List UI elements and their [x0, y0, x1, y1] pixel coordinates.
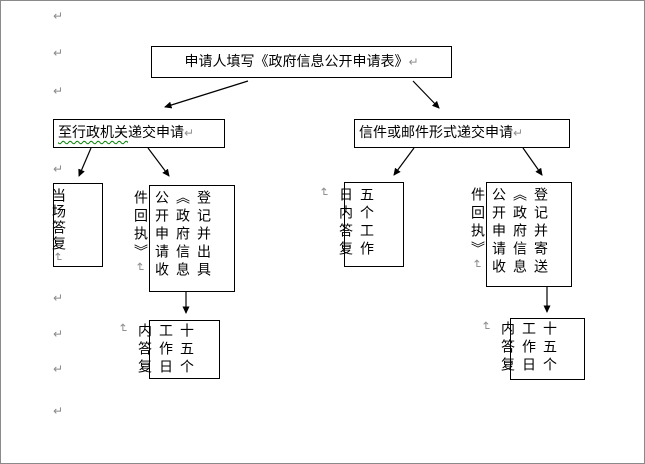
return-mark: ↵	[408, 54, 419, 69]
paragraph-mark: ↵	[53, 404, 64, 418]
paragraph-mark: ↵	[53, 291, 64, 305]
arrow-title-to-inperson[interactable]	[164, 80, 249, 109]
return-mark: ↵	[317, 187, 331, 198]
return-mark: ↵	[513, 126, 524, 141]
arrow-inperson-to-onsite[interactable]	[78, 147, 92, 177]
return-mark: ↵	[116, 323, 130, 334]
register-issue-receipt-text: 登记并出具 《政府信息 公开申请收 件回执》	[132, 190, 211, 280]
register-mail-receipt-box[interactable]: 登记并寄送 《政府信息 公开申请收 件回执》↵	[469, 182, 572, 287]
submit-in-person-box[interactable]: 至行政机关递交申请↵	[53, 119, 225, 148]
arrow-mail-to-sign[interactable]	[393, 147, 415, 176]
paragraph-mark: ↵	[53, 162, 64, 176]
onsite-reply-text: 当场答复	[50, 188, 66, 252]
submit-by-mail-box[interactable]: 信件或邮件形式递交申请↵	[354, 119, 570, 148]
reply-15-workdays-box-right[interactable]: 十五个 工作日 内答复 ↵	[479, 318, 585, 380]
reply-5-workdays-box[interactable]: 五个工作 日内答复 ↵	[317, 182, 404, 267]
reply-15-workdays-text: 十五个 工作日 内答复	[136, 323, 194, 377]
arrow-title-to-mail[interactable]	[412, 80, 440, 109]
return-mark: ↵	[470, 259, 484, 270]
return-mark: ↵	[133, 262, 147, 273]
paragraph-mark: ↵	[53, 362, 64, 376]
paragraph-mark: ↵	[53, 46, 64, 60]
reply-5-workdays-text: 五个工作 日内答复	[337, 187, 374, 259]
submit-in-person-text: 递交申请	[128, 125, 184, 142]
paragraph-mark: ↵	[53, 9, 64, 23]
submit-by-mail-text: 信件或邮件形式递交申请	[359, 125, 513, 142]
register-mail-receipt-text: 登记并寄送 《政府信息 公开申请收 件回执》	[469, 187, 548, 277]
submit-in-person-text-underlined: 至行政机关	[58, 125, 128, 142]
paragraph-mark: ↵	[53, 84, 64, 98]
return-mark: ↵	[184, 126, 195, 141]
register-issue-receipt-box[interactable]: 登记并出具 《政府信息 公开申请收 件回执》↵	[132, 185, 235, 292]
arrow-inperson-to-register[interactable]	[147, 147, 170, 177]
title-text: 申请人填写《政府信息公开申请表》	[184, 53, 409, 70]
reply-15-workdays-box-left[interactable]: 十五个 工作日 内答复 ↵	[116, 320, 220, 379]
return-mark: ↵	[51, 252, 65, 263]
reply-15-workdays-text: 十五个 工作日 内答复	[499, 321, 557, 375]
return-mark: ↵	[479, 321, 493, 332]
paragraph-mark: ↵	[53, 327, 64, 341]
arrow-mail-to-register[interactable]	[522, 147, 543, 176]
onsite-reply-box[interactable]: 当场答复↵	[50, 183, 103, 267]
title-box[interactable]: 申请人填写《政府信息公开申请表》↵	[151, 46, 452, 78]
